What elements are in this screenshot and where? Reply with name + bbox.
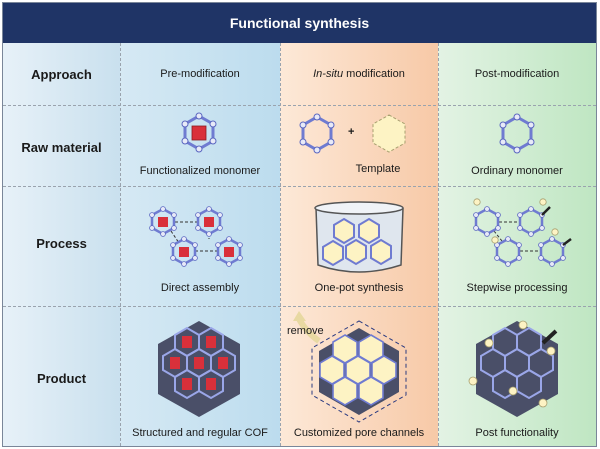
stepwise-processing-icon	[473, 198, 572, 267]
post-functionality-label: Post functionality	[475, 427, 559, 439]
row-divider	[3, 306, 596, 307]
plus-sign: +	[348, 126, 355, 138]
structured-cof-icon	[158, 321, 240, 417]
row-label-approach: Approach	[31, 67, 92, 82]
raw-material-graphics	[181, 112, 535, 154]
row-divider	[3, 105, 596, 106]
customized-pore-channels-label: Customized pore channels	[293, 427, 425, 439]
ordinary-monomer-icon	[299, 113, 335, 154]
remove-label: remove	[287, 325, 324, 337]
ordinary-monomer-label: Ordinary monomer	[471, 165, 563, 177]
remove-arrow	[296, 317, 321, 344]
row-header-column	[3, 43, 120, 446]
functionalized-monomer-label: Functionalized monomer	[139, 165, 261, 177]
insitu-modification-label: In-situ modification	[280, 68, 438, 80]
stepwise-processing-label: Stepwise processing	[466, 282, 568, 294]
row-label-process: Process	[36, 236, 87, 251]
diagram-title: Functional synthesis	[229, 15, 370, 31]
template-hexagon-icon	[372, 114, 406, 153]
title-bar: Functional synthesis	[3, 3, 596, 43]
insitu-italic-text: In-situ	[313, 68, 344, 80]
direct-assembly-icon	[149, 206, 243, 267]
product-graphics	[158, 311, 558, 423]
template-label: Template	[355, 163, 401, 175]
pre-modification-label: Pre-modification	[160, 68, 240, 80]
row-label-raw-material: Raw material	[21, 140, 102, 155]
beaker-icon	[314, 201, 404, 273]
row-label-product: Product	[36, 371, 87, 386]
row-divider	[3, 186, 596, 187]
ordinary-monomer-icon	[499, 113, 535, 154]
insitu-modification-text: modification	[343, 68, 405, 80]
post-functionality-icon	[468, 320, 558, 417]
column-divider	[280, 43, 281, 446]
functionalized-monomer-icon	[181, 112, 217, 153]
column-divider	[120, 43, 121, 446]
process-graphics	[149, 198, 572, 273]
column-divider	[438, 43, 439, 446]
one-pot-synthesis-label: One-pot synthesis	[314, 282, 404, 294]
post-modification-label: Post-modification	[474, 68, 560, 80]
direct-assembly-label: Direct assembly	[160, 282, 240, 294]
customized-pore-channels-icon	[293, 311, 407, 423]
structured-regular-cof-label: Structured and regular COF	[132, 427, 268, 439]
